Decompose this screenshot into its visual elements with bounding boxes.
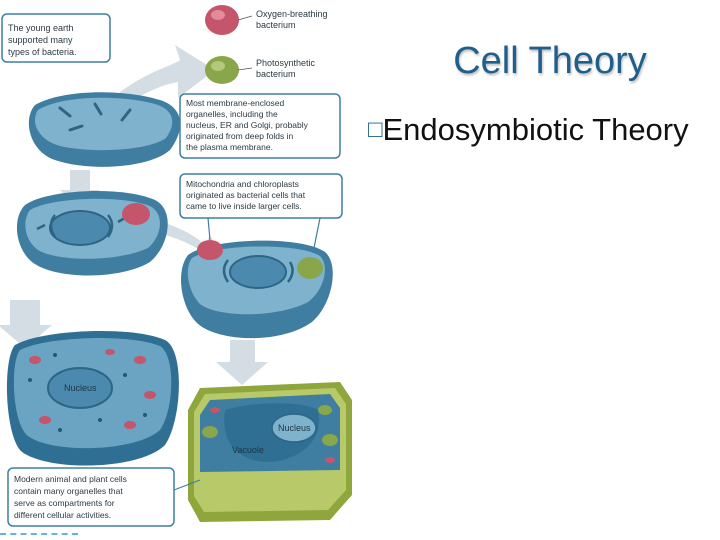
animal-nucleus-label: Nucleus [64, 383, 97, 393]
intro-label-line-3: types of bacteria. [8, 47, 77, 57]
vacuole-label: Vacuole [232, 445, 264, 455]
flow-arrow-5 [216, 340, 268, 385]
membrane-callout: Most membrane-enclosed organelles, inclu… [180, 94, 340, 158]
modern-callout-line-4: different cellular activities. [14, 510, 111, 520]
bullet-item: □Endosymbiotic Theory [368, 112, 689, 148]
animal-cell: Nucleus [7, 331, 179, 466]
mito-callout-line-2: originated as bacterial cells that [186, 190, 306, 200]
oxygen-legend-line-2: bacterium [256, 20, 296, 30]
modern-callout-line-1: Modern animal and plant cells [14, 474, 127, 484]
photo-legend-line-1: Photosynthetic [256, 58, 316, 68]
photo-legend-line-2: bacterium [256, 69, 296, 79]
membrane-callout-line-5: the plasma membrane. [186, 142, 273, 152]
modern-callout-line-3: serve as compartments for [14, 498, 115, 508]
intro-label-line-2: supported many [8, 35, 73, 45]
nucleated-cell [17, 191, 168, 276]
membrane-callout-line-3: nucleus, ER and Golgi, probably [186, 120, 309, 130]
oxygen-bacterium-legend: Oxygen-breathing bacterium [205, 5, 328, 35]
mito-callout-line-3: came to live inside larger cells. [186, 201, 302, 211]
bullet-marker-icon: □ [368, 116, 383, 143]
cell-with-endosymbionts [181, 240, 333, 338]
intro-label-line-1: The young earth [8, 23, 74, 33]
plant-cell: Nucleus Vacuole [188, 382, 352, 522]
intro-label-box: The young earth supported many types of … [2, 14, 110, 62]
mito-callout-line-1: Mitochondria and chloroplasts [186, 179, 299, 189]
photosynthetic-bacterium-legend: Photosynthetic bacterium [205, 56, 316, 84]
membrane-callout-line-4: originated from deep folds in [186, 131, 294, 141]
endosymbiosis-diagram: The young earth supported many types of … [0, 0, 360, 540]
bullet-text: Endosymbiotic Theory [383, 112, 689, 147]
membrane-callout-line-1: Most membrane-enclosed [186, 98, 285, 108]
oxygen-legend-line-1: Oxygen-breathing [256, 9, 328, 19]
modern-cells-callout: Modern animal and plant cells contain ma… [8, 468, 200, 526]
plant-nucleus-label: Nucleus [278, 423, 311, 433]
early-cell [29, 92, 180, 167]
slide-title: Cell Theory [420, 40, 680, 83]
membrane-callout-line-2: organelles, including the [186, 109, 278, 119]
bottom-decoration [0, 533, 78, 540]
modern-callout-line-2: contain many organelles that [14, 486, 123, 496]
